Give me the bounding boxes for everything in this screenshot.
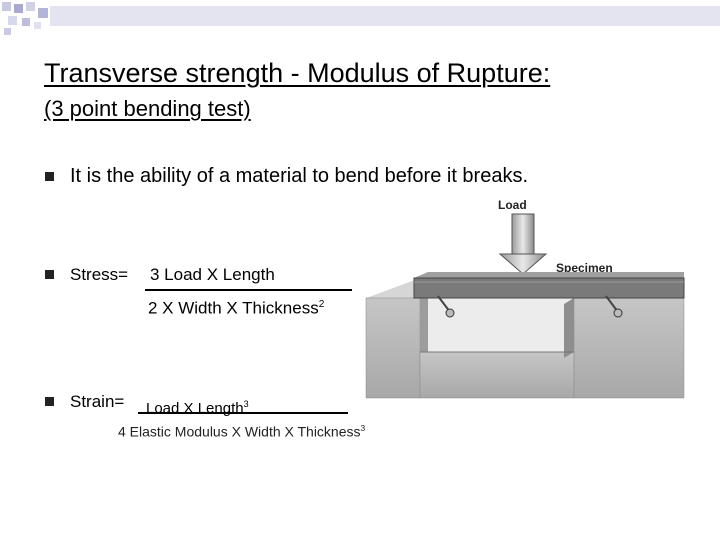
stress-numerator: 3 Load X Length xyxy=(150,265,275,284)
strain-denominator-text: 4 Elastic Modulus X Width X Thickness xyxy=(118,423,361,440)
bullet-marker xyxy=(45,397,54,406)
strain-fraction-bar xyxy=(138,412,348,414)
specimen-label: Specimen xyxy=(556,261,613,275)
support-block xyxy=(365,278,685,399)
strain-denominator: 4 Elastic Modulus X Width X Thickness3 xyxy=(118,415,365,445)
load-arrow xyxy=(498,213,548,275)
slide-title: Transverse strength - Modulus of Rupture… xyxy=(44,58,551,88)
corner-decoration xyxy=(0,0,720,35)
bullet-marker xyxy=(45,172,54,181)
slide-subtitle: (3 point bending test) xyxy=(44,96,251,121)
stress-denominator-exponent: 2 xyxy=(318,299,325,310)
bullet-marker xyxy=(45,270,54,279)
stress-denominator-text: 2 X Width X Thickness xyxy=(148,298,319,318)
load-label: Load xyxy=(498,198,527,212)
stress-fraction-bar xyxy=(145,289,352,291)
definition-text: It is the ability of a material to bend … xyxy=(70,165,529,187)
strain-numerator-exponent: 3 xyxy=(243,399,249,409)
strain-label: Strain= xyxy=(70,392,125,411)
bending-test-diagram: Load Specimen xyxy=(365,198,685,399)
specimen-bar xyxy=(413,272,685,299)
stress-label: Stress= xyxy=(70,265,129,284)
strain-denominator-exponent: 3 xyxy=(360,423,366,433)
stress-denominator: 2 X Width X Thickness2 xyxy=(148,292,324,322)
support-pins xyxy=(437,295,623,318)
